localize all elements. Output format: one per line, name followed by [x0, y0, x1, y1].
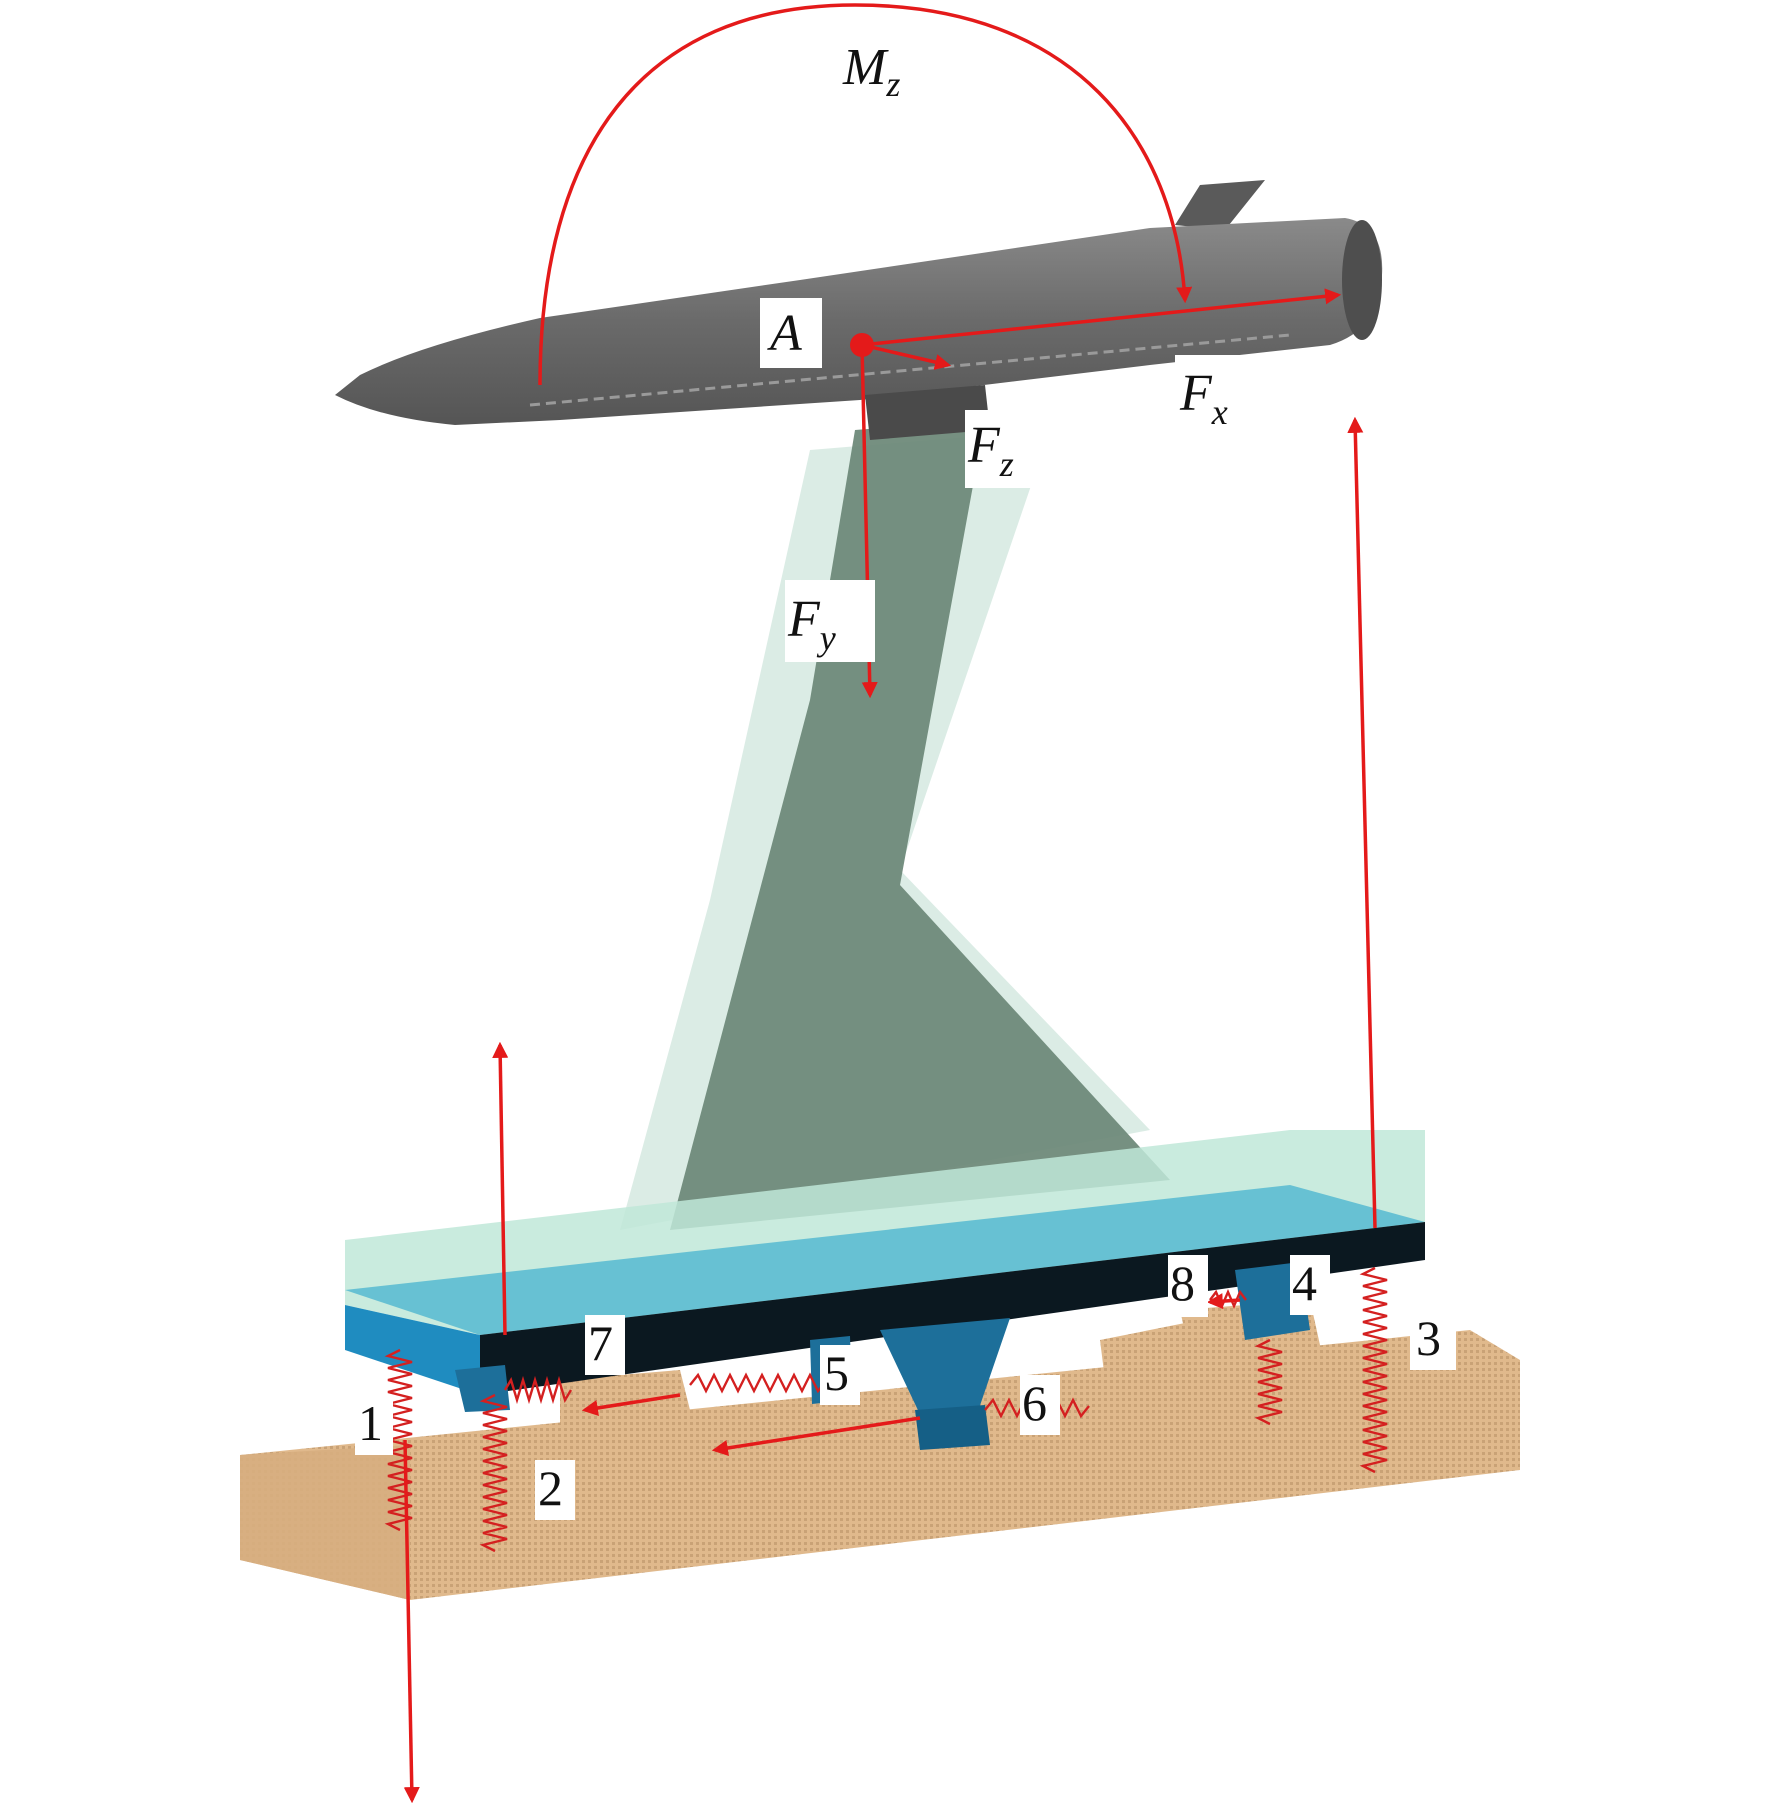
spring-8-label: 8 [1170, 1255, 1195, 1311]
point-a-marker [850, 333, 874, 357]
ground-block-left [560, 1370, 700, 1460]
spring-arrow-6 [711, 1416, 921, 1456]
moment-arrow-mz [538, 3, 1193, 386]
spring-arrow-7 [581, 1393, 681, 1416]
force-arrow-fx [861, 288, 1342, 347]
pylon-body [670, 420, 1170, 1230]
spring-7-label: 7 [588, 1315, 613, 1371]
spring-arrow-8 [1206, 1293, 1241, 1310]
ground-base [240, 1300, 1520, 1600]
force-fy-label: Fy [787, 591, 836, 658]
spring-4-label-bg [1290, 1255, 1330, 1315]
spring-arrow-up-right [1347, 416, 1377, 1229]
center-foot [880, 1318, 1010, 1425]
spring-4 [1254, 1338, 1283, 1426]
spring-2-label: 2 [538, 1460, 563, 1516]
spring-1-label: 1 [358, 1395, 383, 1451]
spring-6-label: 6 [1022, 1375, 1047, 1431]
spring-2 [479, 1393, 508, 1553]
fz-label-bg [965, 410, 1055, 488]
spring-8-label-bg [1168, 1255, 1208, 1317]
missile-mount [865, 385, 990, 440]
spring-4-label: 4 [1292, 1255, 1317, 1311]
spring-7-label-bg [585, 1315, 625, 1375]
missile [335, 180, 1383, 440]
spring-6-label-bg [1020, 1375, 1060, 1435]
spring-2-label-bg [535, 1460, 575, 1520]
point-a-label-bg [760, 298, 822, 368]
labels: Mz A Fx Fz Fy 1 2 3 4 5 6 7 8 [355, 30, 1456, 1520]
spring-8 [1209, 1288, 1247, 1310]
missile-body [335, 218, 1383, 425]
fy-label-bg [785, 580, 875, 662]
spring-1-label-bg [355, 1395, 393, 1455]
plate-foot-left [455, 1365, 510, 1412]
center-foot-base [915, 1405, 990, 1450]
plate-blue-top [345, 1185, 1425, 1335]
spring-arrow-up-left [492, 1041, 509, 1336]
moment-label-bg [835, 30, 927, 100]
spring-arrow-down [403, 1439, 420, 1804]
spring-3 [1359, 1266, 1388, 1474]
spring-5-label-bg [820, 1345, 860, 1405]
spring-5 [689, 1372, 827, 1394]
missile-tail [1342, 220, 1382, 340]
force-fz-label: Fz [967, 417, 1014, 484]
force-arrow-fz [861, 343, 952, 370]
fx-label-bg [1175, 355, 1275, 435]
arrows [403, 3, 1377, 1804]
missile-fin [1175, 180, 1265, 230]
pylon [620, 420, 1170, 1230]
springs [384, 1266, 1388, 1553]
moment-label: Mz [842, 39, 900, 104]
point-a-label: A [767, 305, 802, 362]
spring-7 [503, 1375, 573, 1405]
spring-3-label-bg [1410, 1310, 1456, 1370]
spring-5-label: 5 [824, 1345, 849, 1401]
force-fx-label: Fx [1179, 365, 1228, 432]
spring-3-label: 3 [1416, 1310, 1441, 1366]
ground-front [240, 1445, 410, 1600]
plate-blue-side [345, 1305, 480, 1395]
